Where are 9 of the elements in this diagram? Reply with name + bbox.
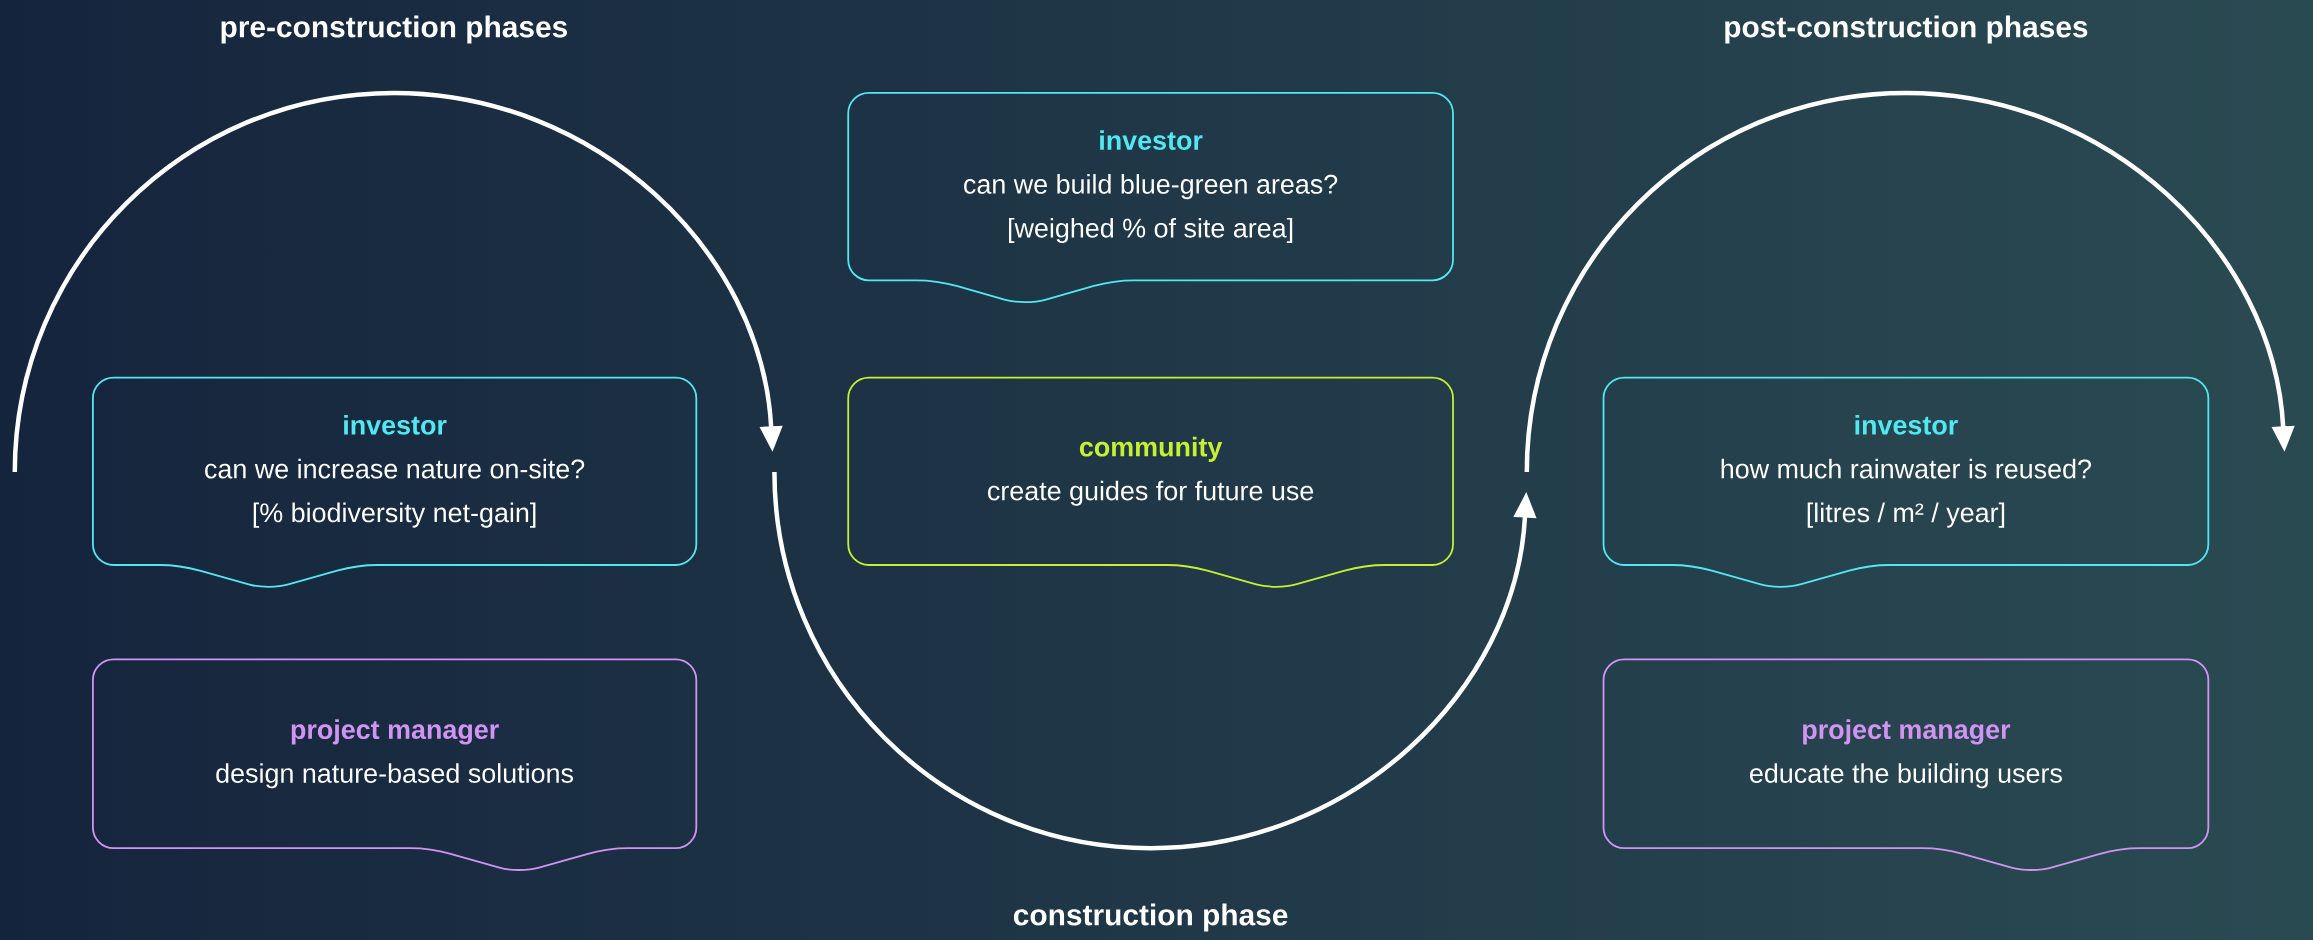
phase-title: construction phase xyxy=(1013,903,1288,932)
speech-bubble: investor can we build blue-green areas? [weighed % of site area] xyxy=(847,92,1454,303)
speech-bubble: project manager design nature-based solutions xyxy=(92,658,698,871)
speech-bubble: community create guides for future use xyxy=(847,376,1454,588)
phase-title: pre-construction phases xyxy=(221,15,568,44)
speech-bubble: investor how much rainwater is reused? [litres / m² / year] xyxy=(1602,376,2210,588)
speech-bubble: project manager educate the building users xyxy=(1602,658,2210,871)
phase-title: post-construction phases xyxy=(1725,15,2088,44)
speech-bubble: investor can we increase nature on-site? [% biodiversity net-gain] xyxy=(92,376,698,588)
